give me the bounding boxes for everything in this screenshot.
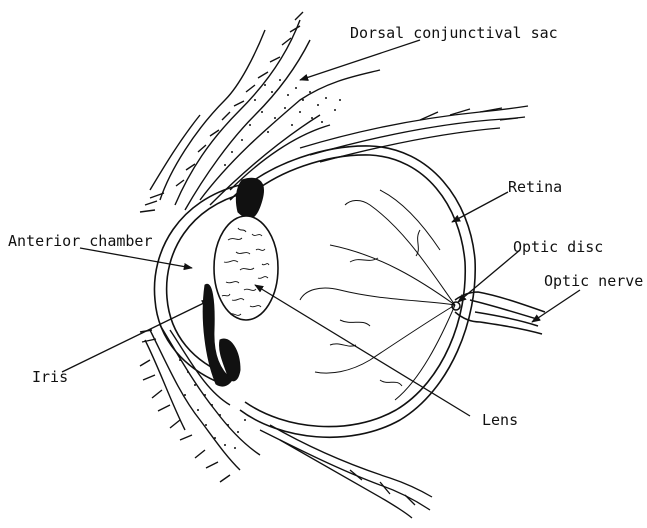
label-iris: Iris <box>32 368 68 386</box>
iris-arrow <box>62 300 210 372</box>
label-optic-disc: Optic disc <box>513 238 603 256</box>
label-dorsal-conjunctival-sac: Dorsal conjunctival sac <box>350 24 558 42</box>
lens <box>214 216 278 320</box>
optic-nerve-arrow <box>532 290 580 322</box>
label-retina: Retina <box>508 178 562 196</box>
upper-orbital-tissue <box>300 106 528 162</box>
label-anterior-chamber: Anterior chamber <box>8 232 153 250</box>
label-optic-nerve: Optic nerve <box>544 272 643 290</box>
dorsal-sac-arrow <box>300 40 420 80</box>
retinal-vessels <box>300 190 455 400</box>
leader-lines <box>62 40 580 416</box>
label-lens: Lens <box>482 411 518 429</box>
lower-eyelid <box>140 325 260 482</box>
anterior-chamber-arrow <box>80 248 192 268</box>
lens-arrow <box>255 285 470 416</box>
lower-orbital-tissue <box>260 425 432 518</box>
